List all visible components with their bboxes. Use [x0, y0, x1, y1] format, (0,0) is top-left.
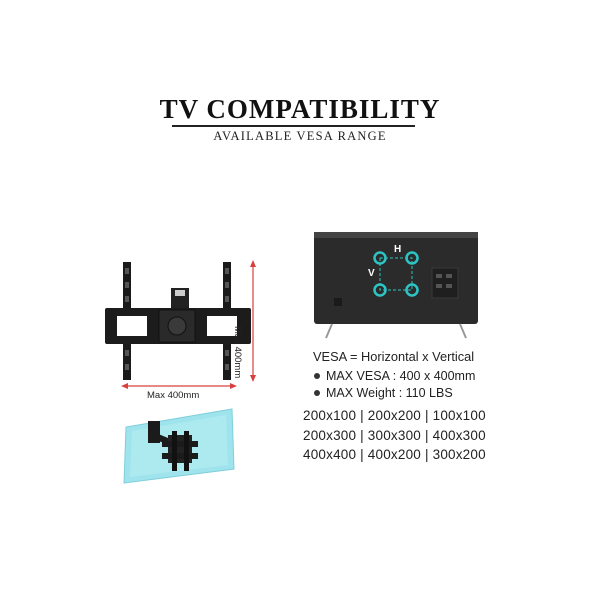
page-title: TV COMPATIBILITY — [159, 94, 441, 124]
vesa-size-row: 400x400 | 400x200 | 300x200 — [303, 447, 486, 462]
h-label: H — [394, 244, 402, 255]
port-panel — [431, 267, 459, 299]
tv-leg-right — [459, 323, 467, 339]
bracket-illustration — [105, 260, 256, 389]
vesa-definition: VESA = Horizontal x Vertical — [313, 349, 475, 364]
bracket-diagram: Max 400mm Max 400mm — [95, 250, 275, 410]
max-weight-text: MAX Weight : 110 LBS — [326, 386, 453, 400]
v-label: V — [368, 268, 375, 279]
plate-cutout-left — [117, 316, 147, 336]
tv-back-diagram: H V — [312, 228, 480, 340]
vesa-size-list: 200x100 | 200x200 | 100x100 200x300 | 30… — [303, 408, 513, 467]
width-arrow — [121, 383, 237, 389]
bullet-icon — [314, 390, 320, 397]
max-height-label: Max 400mm — [232, 326, 243, 379]
vesa-holes — [373, 251, 419, 297]
title-underline — [172, 125, 415, 127]
vesa-size-row: 200x100 | 200x200 | 100x100 — [303, 408, 486, 423]
mounted-bracket-illustration — [123, 408, 235, 484]
page-subtitle: AVAILABLE VESA RANGE — [213, 129, 387, 143]
bullet-icon — [314, 373, 320, 380]
mounted-bracket-photo — [122, 405, 237, 485]
vesa-square — [379, 257, 413, 291]
max-vesa-spec: MAX VESA : 400 x 400mm — [313, 369, 475, 383]
rail-slots — [125, 268, 229, 370]
tv-body — [314, 232, 478, 324]
height-arrow — [250, 260, 256, 382]
vesa-size-row: 200x300 | 300x300 | 400x300 — [303, 427, 486, 443]
tv-leg-left — [325, 323, 333, 339]
plate-cutout-right — [207, 316, 237, 336]
max-weight-spec: MAX Weight : 110 LBS — [313, 386, 453, 400]
max-width-label: Max 400mm — [147, 390, 200, 401]
max-vesa-text: MAX VESA : 400 x 400mm — [326, 369, 476, 383]
tv-back-illustration — [314, 232, 478, 339]
